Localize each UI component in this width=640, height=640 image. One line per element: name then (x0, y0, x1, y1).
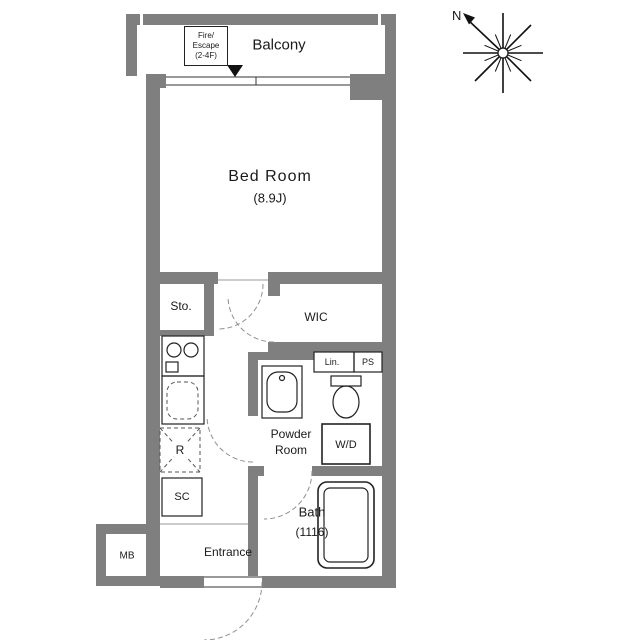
shoe-closet-box (161, 477, 203, 517)
wall-segment (96, 576, 160, 586)
balcony-label: Balcony (252, 36, 306, 54)
washer-dryer-box (321, 423, 371, 465)
wall-segment (382, 74, 396, 586)
balcony-window (160, 65, 350, 525)
stove-counter (161, 335, 205, 377)
compass-north-arrowhead (463, 13, 475, 25)
stove-burner-icon (166, 342, 182, 358)
sink-counter (161, 375, 205, 425)
powder-room-label-line1: Powder (270, 427, 312, 441)
bedroom-size-label: (8.9J) (253, 190, 287, 206)
compass-rose (463, 13, 543, 93)
toilet-bowl-icon (332, 385, 360, 419)
wall-segment (160, 330, 214, 336)
compass-hub-icon (497, 47, 509, 59)
fire-escape-box: Fire/ Escape (2-4F) (184, 26, 228, 66)
balcony-access-marker (227, 65, 243, 77)
bath-label: Bath (298, 504, 326, 520)
powder-room-label-line2: Room (274, 443, 308, 457)
wall-segment (126, 14, 396, 25)
fire-escape-line3: (2-4F) (195, 51, 217, 60)
wall-segment (160, 576, 396, 588)
wall-segment (204, 272, 214, 336)
wall-segment (96, 524, 160, 534)
toilet-tank-icon (330, 375, 362, 387)
wall-segment (146, 74, 160, 586)
wall-segment (268, 272, 396, 284)
wall-segment (248, 352, 314, 360)
bathtub-inner (323, 487, 369, 563)
wall-segment (248, 466, 258, 586)
compass-spoke (474, 52, 504, 82)
meter-box-label: MB (119, 550, 135, 562)
door-arcs (203, 283, 313, 640)
compass-spoke (502, 52, 532, 82)
entrance-door-arc (203, 581, 263, 640)
compass-north-spoke (466, 18, 504, 54)
storage-label: Sto. (170, 299, 192, 313)
washbasin-faucet-icon (278, 374, 286, 382)
washbasin-cabinet (261, 365, 303, 419)
wall-segment (126, 14, 137, 76)
wall-joint (378, 14, 381, 25)
sanitary-fixtures (261, 351, 383, 569)
shoe-closet-label: SC (174, 491, 190, 503)
bedroom-door-arc (217, 283, 264, 330)
wic-door-arc (227, 295, 275, 343)
wall-segment (160, 272, 218, 284)
wall-segment (268, 342, 396, 352)
entrance-door-gap (204, 576, 262, 588)
powder-room-door-arc (206, 415, 254, 463)
bathtub-outline (317, 481, 375, 569)
pipe-space-label: PS (361, 357, 375, 367)
compass-north-label: N (452, 8, 462, 23)
walls (96, 14, 396, 588)
fire-escape-line2: Escape (192, 41, 220, 50)
sink-basin-icon (166, 381, 199, 420)
wall-segment (248, 352, 258, 416)
bath-size-label: (1116) (295, 525, 329, 539)
compass-spoke (502, 24, 532, 54)
washbasin-bowl-icon (266, 371, 298, 413)
wic-label: WIC (304, 310, 328, 324)
stove-burner-icon (183, 342, 199, 358)
wall-segment (96, 524, 106, 586)
entrance-label: Entrance (203, 545, 253, 559)
washer-dryer-label: W/D (335, 439, 357, 451)
refrigerator-label: R (173, 443, 187, 457)
bath-door-arc (263, 470, 313, 520)
bedroom-label: Bed Room (228, 168, 312, 185)
stove-grill-icon (165, 361, 179, 373)
kitchen-fixtures (159, 335, 205, 517)
linen-label: Lin. (324, 357, 340, 367)
pipe-space-box (353, 351, 383, 373)
wall-segment (268, 272, 280, 296)
wall-segment (385, 14, 396, 76)
wall-segment (312, 466, 396, 476)
wall-joint (140, 14, 143, 25)
fire-escape-line1: Fire/ (198, 31, 214, 40)
